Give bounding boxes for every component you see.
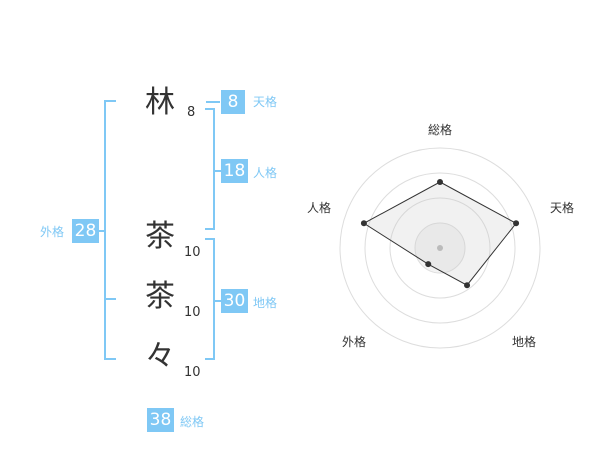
stroke-count-1: 8 (187, 105, 196, 120)
radar-axis-label-tenkaku: 天格 (550, 201, 575, 215)
chikaku-bracket-top (205, 238, 215, 240)
radar-data-point (513, 220, 520, 227)
chikaku-label: 地格 (253, 296, 278, 310)
name-char-2: 茶 (145, 219, 175, 254)
radar-data-point (360, 220, 367, 227)
name-char-4: 々 (145, 339, 175, 374)
tenkaku-connector (206, 101, 220, 103)
gaikaku-badge: 28 (72, 219, 99, 243)
chikaku-bracket-vertical (213, 238, 215, 360)
radar-center-dot (437, 245, 443, 251)
gaikaku-bracket-bottom (104, 358, 116, 360)
radar-data-point (425, 261, 432, 268)
jinkaku-bracket-bottom (205, 228, 215, 230)
tenkaku-label: 天格 (253, 95, 278, 109)
jinkaku-label: 人格 (253, 166, 278, 180)
chikaku-bracket-bottom (205, 358, 215, 360)
stroke-count-2: 10 (184, 245, 201, 260)
jinkaku-connector (213, 170, 221, 172)
stroke-count-4: 10 (184, 365, 201, 380)
name-char-1: 林 (145, 85, 175, 120)
gaikaku-bracket-top (104, 100, 116, 102)
gaikaku-connector (98, 230, 106, 232)
radar-axis-label-chikaku: 地格 (512, 335, 537, 349)
soukaku-badge: 38 (147, 408, 174, 432)
jinkaku-bracket-top (205, 108, 215, 110)
stroke-count-3: 10 (184, 305, 201, 320)
radar-data-polygon (362, 181, 517, 286)
radar-axis-label-jinkaku: 人格 (307, 201, 332, 215)
radar-data-point (437, 179, 443, 185)
gaikaku-bracket-mid (104, 298, 116, 300)
jinkaku-badge: 18 (221, 159, 248, 183)
gaikaku-label: 外格 (40, 225, 65, 239)
name-char-3: 茶 (145, 279, 175, 314)
tenkaku-badge: 8 (221, 90, 245, 114)
radar-axis-label-soukaku: 総格 (428, 123, 453, 137)
chikaku-connector (213, 300, 221, 302)
soukaku-label: 総格 (180, 415, 205, 429)
jinkaku-bracket-vertical (213, 108, 215, 230)
chikaku-badge: 30 (221, 289, 248, 313)
radar-data-point (464, 282, 471, 289)
radar-axis-label-gaikaku: 外格 (342, 335, 367, 349)
